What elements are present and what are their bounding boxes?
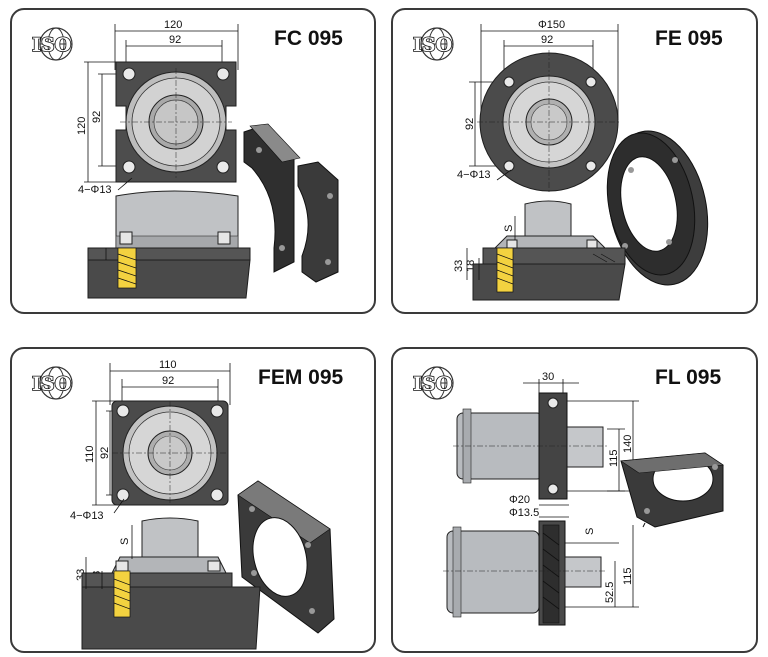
svg-text:ISO: ISO bbox=[413, 373, 452, 395]
svg-text:Φ13.5: Φ13.5 bbox=[509, 507, 539, 519]
svg-text:S: S bbox=[584, 528, 596, 535]
iso-logo: ISO bbox=[412, 27, 454, 61]
svg-text:ISO: ISO bbox=[32, 373, 71, 395]
svg-text:92: 92 bbox=[541, 34, 553, 46]
foot-mount-3d bbox=[620, 452, 724, 528]
panel-title: FE 095 bbox=[655, 27, 723, 50]
svg-text:33: 33 bbox=[453, 260, 465, 272]
panel-title: FC 095 bbox=[274, 27, 343, 50]
flange-round-front bbox=[477, 50, 621, 194]
panel-title: FL 095 bbox=[655, 366, 721, 389]
svg-text:Φ20: Φ20 bbox=[509, 494, 530, 506]
flange-plate-front bbox=[115, 61, 237, 191]
panel-fe: ISO FE 095 Φ150 92 92 4−Φ13 S 33 18 bbox=[391, 8, 758, 314]
panel-fl: ISO FL 095 30 115 140 Φ20 Φ13.5 S 115 52… bbox=[391, 347, 758, 653]
cylinder-section bbox=[443, 520, 607, 626]
iso-logo: ISO bbox=[412, 366, 454, 400]
svg-text:120: 120 bbox=[76, 117, 88, 135]
svg-text:110: 110 bbox=[159, 359, 177, 371]
svg-text:92: 92 bbox=[99, 447, 111, 459]
svg-text:115: 115 bbox=[608, 449, 620, 467]
cylinder-top bbox=[453, 392, 607, 500]
fem-drawing: ISO FEM 095 110 92 110 92 4−Φ13 S 33 18 bbox=[31, 359, 344, 650]
svg-text:52.5: 52.5 bbox=[604, 582, 616, 603]
svg-text:ISO: ISO bbox=[32, 34, 71, 56]
svg-text:S: S bbox=[119, 538, 131, 545]
clamp-halves bbox=[243, 123, 339, 283]
svg-text:115: 115 bbox=[622, 567, 634, 585]
panel-fc: ISO FC 095 120 92 120 92 4−Φ13 12 bbox=[10, 8, 376, 314]
fc-drawing: ISO FC 095 120 92 120 92 4−Φ13 12 bbox=[31, 19, 343, 299]
svg-text:92: 92 bbox=[169, 34, 181, 46]
svg-text:92: 92 bbox=[91, 111, 103, 123]
svg-text:30: 30 bbox=[542, 371, 554, 383]
flange-square-front bbox=[111, 400, 229, 514]
panel-title: FEM 095 bbox=[258, 366, 344, 389]
svg-text:4−Φ13: 4−Φ13 bbox=[78, 184, 112, 196]
panel-fem: ISO FEM 095 110 92 110 92 4−Φ13 S 33 18 bbox=[10, 347, 376, 653]
fl-drawing: ISO FL 095 30 115 140 Φ20 Φ13.5 S 115 52… bbox=[412, 366, 724, 626]
svg-text:S: S bbox=[503, 225, 515, 232]
cylinder-section bbox=[87, 190, 251, 299]
cylinder-section bbox=[466, 200, 626, 301]
svg-text:4−Φ13: 4−Φ13 bbox=[70, 510, 104, 522]
iso-logo: ISO bbox=[31, 27, 73, 61]
fe-drawing: ISO FE 095 Φ150 92 92 4−Φ13 S 33 18 bbox=[412, 19, 723, 301]
svg-text:92: 92 bbox=[162, 375, 174, 387]
iso-logo: ISO bbox=[31, 366, 73, 400]
svg-text:92: 92 bbox=[464, 118, 476, 130]
svg-text:120: 120 bbox=[164, 19, 182, 31]
dimension-lines bbox=[469, 24, 619, 167]
svg-text:4−Φ13: 4−Φ13 bbox=[457, 169, 491, 181]
svg-text:140: 140 bbox=[622, 435, 634, 453]
flange-square-3d bbox=[237, 480, 335, 634]
svg-text:Φ150: Φ150 bbox=[538, 19, 565, 31]
cylinder-section bbox=[81, 517, 261, 650]
flange-ring-3d bbox=[606, 130, 709, 286]
svg-text:110: 110 bbox=[84, 445, 96, 463]
svg-text:ISO: ISO bbox=[413, 34, 452, 56]
